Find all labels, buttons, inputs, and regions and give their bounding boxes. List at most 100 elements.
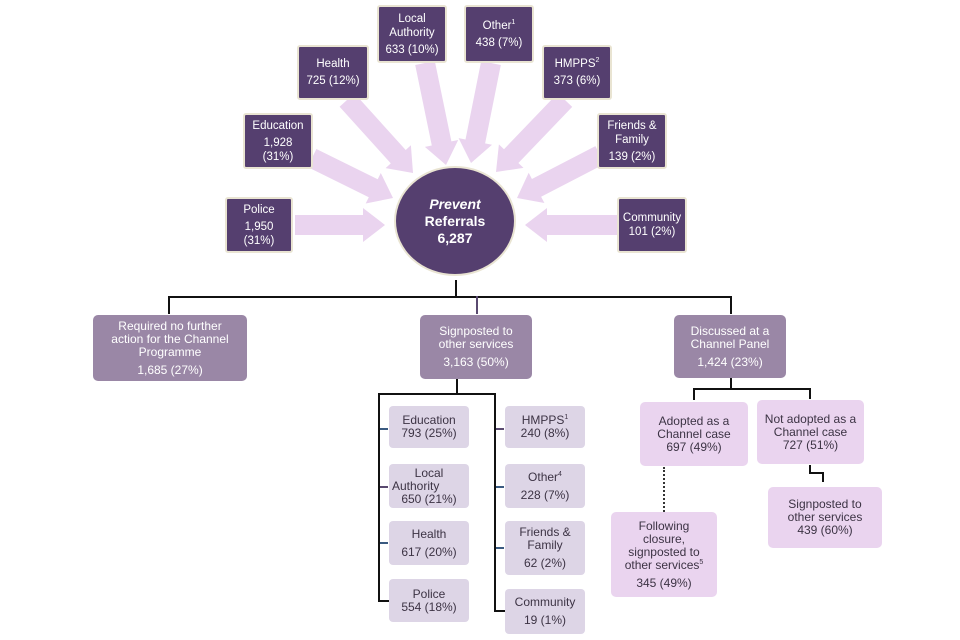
signposted-health: Health 617 (20%)	[389, 521, 469, 565]
panel-not-adopted: Not adopted as a Channel case 727 (51%)	[757, 400, 864, 464]
arrow-friends-family-to-hub	[517, 146, 605, 203]
signposted-other: Other4 228 (7%)	[505, 464, 585, 508]
source-police: Police 1,950 (31%)	[225, 197, 293, 253]
source-name-line1: Friends &	[607, 119, 657, 132]
sub-name: Police	[412, 586, 446, 601]
sub-name: Health	[411, 526, 447, 541]
connector-tick	[380, 428, 388, 430]
panel-label-line2: other services	[787, 510, 863, 524]
panel-value: 439 (60%)	[797, 523, 853, 537]
outcome-label-line1: Required no further	[118, 318, 222, 333]
source-name: Police	[243, 203, 275, 216]
sub-name-line2: Family	[527, 538, 563, 552]
source-name: Health	[316, 58, 350, 70]
source-count: 1,928	[263, 136, 293, 149]
panel-value: 697 (49%)	[666, 439, 722, 454]
source-count: 1,950	[244, 220, 274, 233]
panel-label-line1: Following	[638, 518, 690, 533]
source-community: Community 101 (2%)	[617, 197, 687, 253]
hub-total: 6,287	[437, 229, 473, 246]
arrow-hmpps-to-hub	[496, 93, 573, 172]
sub-value: 62 (2%)	[523, 556, 567, 570]
outcome-value: 1,685 (27%)	[137, 362, 203, 377]
panel-value: 345 (49%)	[636, 575, 692, 590]
connector-line	[378, 393, 496, 395]
source-name-line1: Local	[398, 12, 426, 25]
panel-adopted: Adopted as a Channel case 697 (49%)	[640, 402, 748, 466]
panel-value: 727 (51%)	[782, 437, 839, 452]
sub-value: 19 (1%)	[523, 613, 567, 627]
outcome-no-further-action: Required no further action for the Chann…	[93, 315, 247, 381]
source-value: 633 (10%)	[385, 43, 439, 56]
outcome-value: 3,163 (50%)	[443, 355, 509, 369]
outcome-value: 1,424 (23%)	[697, 354, 763, 369]
sub-name: Other4	[528, 469, 562, 484]
sub-name: Education	[402, 413, 456, 427]
signposted-education: Education 793 (25%)	[389, 406, 469, 448]
connector-line	[494, 393, 496, 612]
source-value: 725 (12%)	[306, 75, 360, 87]
signposted-community: Community 19 (1%)	[505, 589, 585, 634]
connector-line	[494, 610, 506, 612]
sub-value: 793 (25%)	[401, 426, 457, 440]
connector-line	[809, 472, 824, 474]
connector-line	[378, 600, 390, 602]
panel-label-line4: other services5	[624, 557, 704, 572]
source-education: Education 1,928 (31%)	[243, 113, 313, 169]
source-name-line2: Family	[615, 133, 649, 146]
connector-tick	[380, 542, 388, 544]
source-pct: (31%)	[243, 234, 275, 247]
sub-name-line1: Friends &	[519, 525, 571, 539]
outcome-label-line2: action for the Channel	[111, 331, 229, 346]
sub-name: Community	[514, 595, 576, 609]
source-name: Education	[252, 119, 304, 132]
hub-label-italic: Prevent	[429, 195, 481, 212]
arrow-community-to-hub	[525, 208, 617, 242]
panel-label-line2: closure,	[642, 531, 686, 546]
sub-name-line1: Local	[414, 465, 444, 480]
connector-line	[456, 379, 458, 394]
signposted-police: Police 554 (18%)	[389, 579, 469, 622]
sub-value: 617 (20%)	[401, 544, 457, 559]
sub-name: HMPPS1	[521, 413, 569, 427]
connector-line	[378, 393, 380, 602]
connector-tick	[496, 547, 504, 549]
dotted-connector	[663, 467, 665, 512]
connector-line	[693, 388, 695, 400]
hub-label: Referrals	[424, 212, 486, 229]
sub-value: 554 (18%)	[401, 599, 457, 614]
arrow-police-to-hub	[295, 208, 385, 242]
source-name: Other1	[482, 18, 516, 32]
outcome-signposted: Signposted to other services 3,163 (50%)	[420, 315, 532, 379]
source-value: 373 (6%)	[553, 75, 601, 87]
connector-line	[168, 296, 170, 314]
source-value: 101 (2%)	[628, 226, 676, 238]
source-health: Health 725 (12%)	[297, 45, 369, 100]
arrow-other-to-hub	[458, 61, 501, 163]
signposted-friends-family: Friends & Family 62 (2%)	[505, 521, 585, 575]
source-name: Community	[622, 212, 682, 224]
source-hmpps: HMPPS2 373 (6%)	[542, 45, 612, 100]
connector-line	[730, 378, 732, 390]
panel-label-line1: Adopted as a	[658, 413, 730, 428]
source-friends-family: Friends & Family 139 (2%)	[597, 113, 667, 169]
connector-line	[693, 388, 811, 390]
panel-following-closure: Following closure, signposted to other s…	[611, 512, 717, 597]
signposted-local-authority: Local Authority 650 (21%)	[389, 464, 469, 508]
outcome-label-line2: other services	[438, 337, 514, 351]
panel-label-line1: Signposted to	[788, 497, 862, 511]
connector-line	[476, 296, 478, 314]
sub-value: 650 (21%)	[401, 491, 457, 506]
prevent-referrals-hub: Prevent Referrals 6,287	[394, 166, 516, 276]
panel-label-line2: Channel case	[657, 426, 731, 441]
sub-value: 228 (7%)	[520, 487, 570, 502]
source-name: HMPPS2	[554, 57, 600, 70]
panel-not-adopted-signposted: Signposted to other services 439 (60%)	[768, 487, 882, 548]
outcome-label-line3: Programme	[138, 344, 202, 359]
outcome-channel-panel: Discussed at a Channel Panel 1,424 (23%)	[674, 315, 786, 378]
connector-line	[168, 296, 732, 298]
source-name-line2: Authority	[389, 26, 435, 39]
source-value: 438 (7%)	[475, 36, 523, 49]
sub-value: 240 (8%)	[520, 426, 570, 440]
